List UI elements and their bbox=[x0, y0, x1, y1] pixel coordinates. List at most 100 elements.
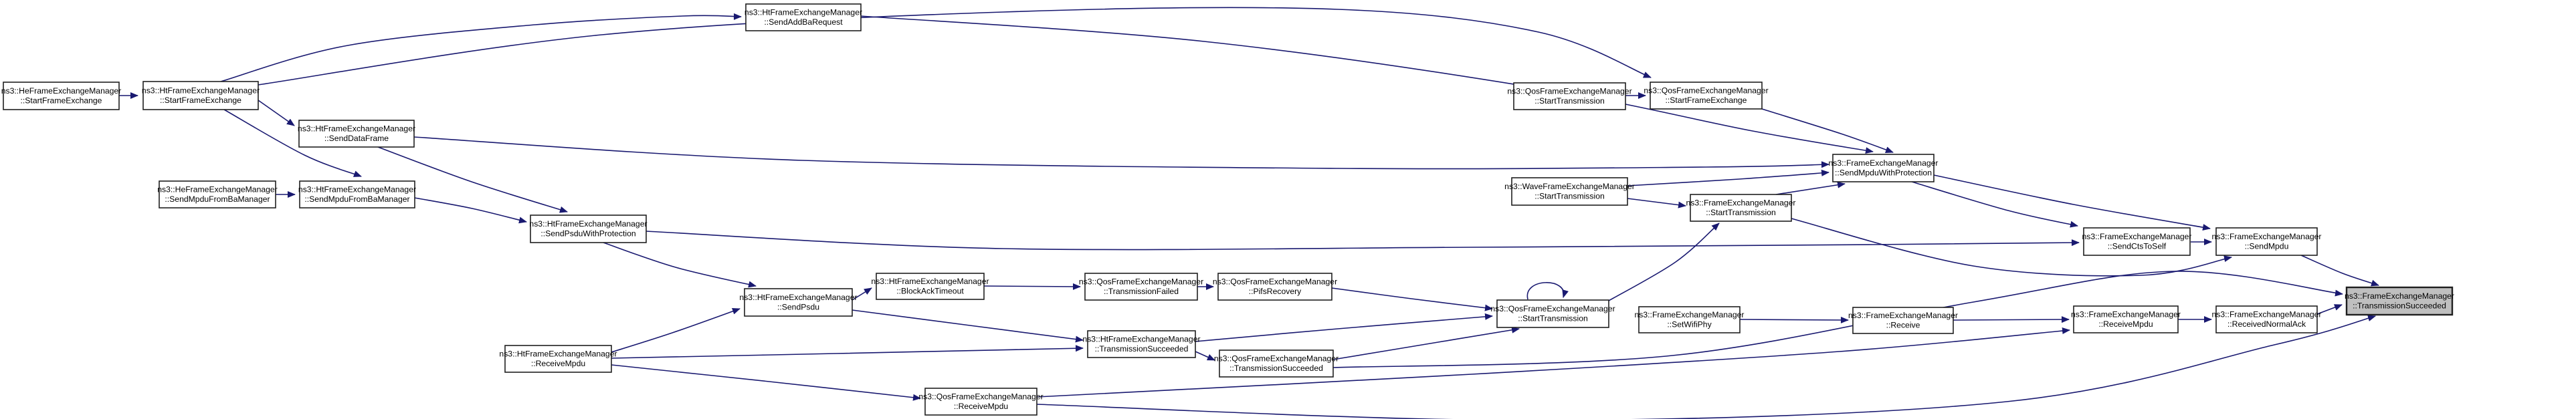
node-wave-start-transmission[interactable]: ns3::WaveFrameExchangeManager::StartTran… bbox=[1504, 177, 1635, 206]
node-block-ack-timeout-box[interactable] bbox=[876, 273, 985, 300]
node-ht-receive-mpdu-label: ns3::HtFrameExchangeManager::ReceiveMpdu bbox=[499, 350, 617, 368]
node-qos-transmission-failed-label: ns3::QosFrameExchangeManager::Transmissi… bbox=[1079, 277, 1203, 296]
node-receive[interactable]: ns3::FrameExchangeManager::Receive bbox=[1848, 307, 1958, 334]
node-ht-receive-mpdu-box[interactable] bbox=[504, 345, 612, 373]
node-send-psdu-with-protection-label: ns3::HtFrameExchangeManager::SendPsduWit… bbox=[529, 219, 647, 238]
node-set-wifi-phy[interactable]: ns3::FrameExchangeManager::SetWifiPhy bbox=[1635, 306, 1745, 333]
node-he-send-mpdu-from-ba-manager-box[interactable] bbox=[159, 180, 276, 208]
node-send-psdu-label: ns3::HtFrameExchangeManager::SendPsdu bbox=[739, 293, 857, 311]
node-send-mpdu-with-protection[interactable]: ns3::FrameExchangeManager::SendMpduWithP… bbox=[1829, 154, 1939, 182]
node-fem-start-transmission[interactable]: ns3::FrameExchangeManager::StartTransmis… bbox=[1686, 194, 1796, 222]
node-qos-start-transmission-top[interactable]: ns3::QosFrameExchangeManager::StartTrans… bbox=[1507, 82, 1632, 110]
edge-normalAck-target bbox=[2316, 304, 2343, 315]
node-qos-receive-mpdu-box[interactable] bbox=[924, 388, 1037, 416]
edge-htSFE-addBa bbox=[220, 13, 742, 82]
edge-sendPsdu-baTimeout bbox=[852, 287, 872, 301]
edge-htTxOk-qosStartTx bbox=[1195, 313, 1493, 342]
node-fem-transmission-succeeded-label: ns3::FrameExchangeManager::TransmissionS… bbox=[2345, 291, 2454, 310]
node-receive-label: ns3::FrameExchangeManager::Receive bbox=[1848, 311, 1958, 329]
edge-setPhy-receive bbox=[1739, 316, 1849, 323]
node-receive-box[interactable] bbox=[1852, 307, 1954, 334]
node-qos-start-frame-exchange[interactable]: ns3::QosFrameExchangeManager::StartFrame… bbox=[1644, 82, 1769, 110]
node-send-psdu-with-protection-box[interactable] bbox=[530, 215, 647, 243]
node-he-send-mpdu-from-ba-manager[interactable]: ns3::HeFrameExchangeManager::SendMpduFro… bbox=[157, 180, 278, 208]
node-ht-transmission-succeeded[interactable]: ns3::HtFrameExchangeManager::Transmissio… bbox=[1082, 330, 1201, 358]
node-send-mpdu-label: ns3::FrameExchangeManager::SendMpdu bbox=[2212, 232, 2322, 251]
node-qos-receive-mpdu[interactable]: ns3::QosFrameExchangeManager::ReceiveMpd… bbox=[918, 388, 1044, 416]
node-received-normal-ack[interactable]: ns3::FrameExchangeManager::ReceivedNorma… bbox=[2212, 305, 2322, 333]
edge-qosStartTx-self-loop bbox=[1526, 282, 1569, 300]
node-qos-transmission-failed[interactable]: ns3::QosFrameExchangeManager::Transmissi… bbox=[1079, 273, 1203, 301]
edge-htRx-qosRx bbox=[611, 364, 921, 401]
node-qos-start-transmission-top-box[interactable] bbox=[1513, 82, 1626, 110]
node-qos-start-transmission[interactable]: ns3::QosFrameExchangeManager::StartTrans… bbox=[1490, 282, 1615, 328]
node-qos-receive-mpdu-label: ns3::QosFrameExchangeManager::ReceiveMpd… bbox=[918, 392, 1043, 411]
edge-qosStartTx-femTx bbox=[1608, 223, 1720, 301]
node-he-start-frame-exchange[interactable]: ns3::HeFrameExchangeManager::StartFrameE… bbox=[1, 82, 122, 110]
edge-femTx-mpduProt bbox=[1775, 181, 1846, 195]
node-qos-transmission-succeeded-label: ns3::QosFrameExchangeManager::Transmissi… bbox=[1214, 354, 1339, 373]
node-fem-start-transmission-box[interactable] bbox=[1690, 194, 1792, 222]
node-pifs-recovery-box[interactable] bbox=[1217, 273, 1332, 301]
node-send-mpdu[interactable]: ns3::FrameExchangeManager::SendMpdu bbox=[2212, 227, 2322, 256]
node-pifs-recovery[interactable]: ns3::QosFrameExchangeManager::PifsRecove… bbox=[1213, 273, 1337, 301]
node-send-cts-to-self[interactable]: ns3::FrameExchangeManager::SendCtsToSelf bbox=[2082, 227, 2192, 256]
node-fem-receive-mpdu[interactable]: ns3::FrameExchangeManager::ReceiveMpdu bbox=[2071, 305, 2181, 333]
node-qos-start-transmission-box[interactable] bbox=[1496, 299, 1609, 328]
node-ht-transmission-succeeded-box[interactable] bbox=[1087, 330, 1196, 358]
node-ht-receive-mpdu[interactable]: ns3::HtFrameExchangeManager::ReceiveMpdu bbox=[499, 345, 617, 373]
edge-sendPsdu-htTxOk bbox=[852, 309, 1084, 343]
node-send-cts-to-self-box[interactable] bbox=[2083, 227, 2191, 256]
node-wave-start-transmission-box[interactable] bbox=[1511, 177, 1628, 206]
edge-htSFE-sendData bbox=[258, 100, 295, 126]
edge-sendData-psduProt bbox=[377, 146, 568, 213]
node-send-psdu[interactable]: ns3::HtFrameExchangeManager::SendPsdu bbox=[739, 288, 858, 317]
node-send-psdu-box[interactable] bbox=[744, 288, 853, 317]
node-ht-send-mpdu-from-ba-manager[interactable]: ns3::HtFrameExchangeManager::SendMpduFro… bbox=[298, 180, 416, 208]
edge-baTimeout-txFail bbox=[983, 283, 1081, 290]
node-ht-start-frame-exchange-box[interactable] bbox=[142, 81, 259, 110]
node-received-normal-ack-box[interactable] bbox=[2215, 305, 2318, 333]
node-qos-start-transmission-top-label: ns3::QosFrameExchangeManager::StartTrans… bbox=[1507, 87, 1631, 106]
node-ht-send-mpdu-from-ba-manager-label: ns3::HtFrameExchangeManager::SendMpduFro… bbox=[298, 185, 416, 204]
node-set-wifi-phy-box[interactable] bbox=[1638, 306, 1741, 333]
node-send-mpdu-with-protection-box[interactable] bbox=[1832, 154, 1935, 182]
edge-qosRx-target bbox=[1036, 315, 2376, 419]
node-block-ack-timeout[interactable]: ns3::HtFrameExchangeManager::BlockAckTim… bbox=[871, 273, 989, 300]
edge-qosRx-femRx bbox=[1036, 327, 2070, 398]
node-qos-transmission-succeeded-box[interactable] bbox=[1219, 350, 1334, 378]
node-set-wifi-phy-label: ns3::FrameExchangeManager::SetWifiPhy bbox=[1635, 310, 1745, 329]
node-qos-transmission-failed-box[interactable] bbox=[1084, 273, 1198, 301]
node-qos-start-frame-exchange-box[interactable] bbox=[1650, 82, 1763, 110]
node-send-add-ba-request[interactable]: ns3::HtFrameExchangeManager::SendAddBaRe… bbox=[745, 3, 862, 31]
node-send-mpdu-box[interactable] bbox=[2215, 227, 2318, 256]
node-received-normal-ack-label: ns3::FrameExchangeManager::ReceivedNorma… bbox=[2212, 310, 2322, 329]
node-ht-start-frame-exchange[interactable]: ns3::HtFrameExchangeManager::StartFrameE… bbox=[142, 81, 260, 110]
edge-waveTx-mpduProt bbox=[1627, 169, 1829, 186]
node-he-start-frame-exchange-box[interactable] bbox=[3, 82, 120, 110]
node-send-data-frame[interactable]: ns3::HtFrameExchangeManager::SendDataFra… bbox=[298, 120, 415, 148]
edge-htRx-htTxOk bbox=[611, 345, 1084, 359]
edge-femTx-sendMpdu bbox=[1791, 218, 2232, 277]
edge-htRx-sendPsdu bbox=[611, 307, 740, 353]
node-ht-send-mpdu-from-ba-manager-box[interactable] bbox=[299, 180, 415, 208]
node-send-psdu-with-protection[interactable]: ns3::HtFrameExchangeManager::SendPsduWit… bbox=[529, 215, 648, 243]
node-pifs-recovery-label: ns3::QosFrameExchangeManager::PifsRecove… bbox=[1213, 277, 1337, 296]
edge-waveTx-femTx bbox=[1627, 198, 1686, 208]
edge-mpduProt-cts bbox=[1911, 181, 2078, 228]
node-fem-receive-mpdu-label: ns3::FrameExchangeManager::ReceiveMpdu bbox=[2071, 310, 2181, 329]
edge-htTxOk-qosTxOk bbox=[1195, 351, 1215, 361]
node-send-data-frame-box[interactable] bbox=[298, 120, 415, 148]
edge-qosTxOk-qosStartTx bbox=[1332, 326, 1520, 360]
edge-sendMpdu-target bbox=[2300, 255, 2379, 287]
edge-receive-femRx bbox=[1953, 316, 2070, 323]
node-qos-transmission-succeeded[interactable]: ns3::QosFrameExchangeManager::Transmissi… bbox=[1214, 350, 1339, 378]
node-wave-start-transmission-label: ns3::WaveFrameExchangeManager::StartTran… bbox=[1504, 182, 1635, 200]
node-send-add-ba-request-box[interactable] bbox=[745, 3, 862, 31]
node-fem-receive-mpdu-box[interactable] bbox=[2073, 305, 2179, 333]
edge-addBa-mpduProt bbox=[860, 15, 1874, 154]
node-he-send-mpdu-from-ba-manager-label: ns3::HeFrameExchangeManager::SendMpduFro… bbox=[157, 185, 278, 204]
node-he-start-frame-exchange-label: ns3::HeFrameExchangeManager::StartFrameE… bbox=[1, 86, 122, 105]
